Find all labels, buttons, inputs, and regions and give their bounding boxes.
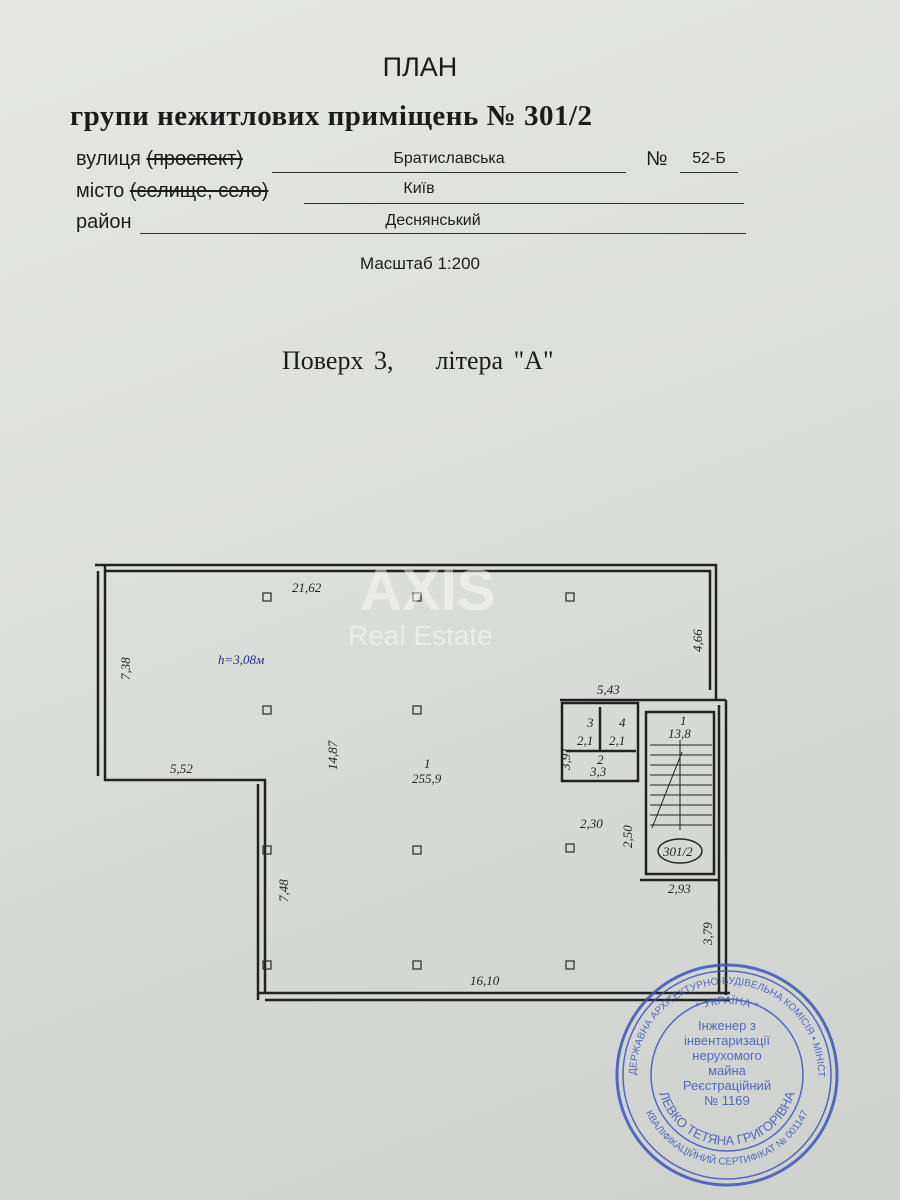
room-number: 4 (619, 715, 626, 730)
dim: 5,43 (597, 682, 620, 697)
dim: 2,50 (620, 825, 635, 848)
stamp-outer-text: ДЕРЖАВНА АРХІТЕКТУРНО-БУДІВЕЛЬНА КОМІСІЯ… (0, 0, 826, 1077)
dim: 5,52 (170, 761, 193, 776)
room-area: 3,3 (589, 764, 607, 779)
room-area: 255,9 (412, 771, 442, 786)
district-value: Деснянський (385, 212, 481, 229)
unit-label: 301/2 (662, 844, 693, 859)
city-underline (304, 203, 744, 204)
stamp-line: інвентаризації (684, 1033, 770, 1048)
plan-title: ПЛАН (382, 52, 458, 82)
city-struck: (селище, село) (129, 180, 269, 202)
dim: 2,93 (668, 881, 691, 896)
room-number: 3 (586, 715, 594, 730)
dim: 4,66 (690, 629, 705, 652)
street-value: Братиславська (393, 150, 505, 167)
stamp-line: нерухомого (692, 1048, 761, 1063)
stamp-line: Реєстраційний (683, 1078, 771, 1093)
city-row: місто (селище, село) (76, 180, 268, 203)
city-label: місто (76, 180, 125, 202)
dim: 21,62 (292, 580, 322, 595)
street-label: вулиця (76, 148, 141, 170)
floor-letter: літера "А" (435, 346, 554, 375)
stamp-line: майна (708, 1063, 747, 1078)
room-area: 2,1 (609, 733, 625, 748)
stamp-line: № 1169 (704, 1093, 750, 1108)
svg-text:* УКРАЇНА *: * УКРАЇНА * (694, 995, 760, 1013)
dim: 16,10 (470, 973, 500, 988)
street-row: вулиця (проспект) (76, 148, 243, 171)
stamp-line: Інженер з (698, 1018, 756, 1033)
street-underline (272, 172, 626, 173)
district-label: район (76, 211, 132, 233)
floor-number: Поверх 3, (282, 346, 394, 375)
room-number: 1 (680, 713, 687, 728)
dim: 7,38 (118, 657, 133, 680)
dim: 3,91 (558, 747, 573, 771)
number-underline (680, 172, 738, 173)
dim: 7,48 (276, 879, 291, 902)
watermark-sub: Real Estate (348, 620, 493, 651)
scale: Масштаб 1:200 (360, 254, 480, 273)
stairs (650, 740, 712, 864)
city-value: Київ (403, 180, 435, 197)
dim: 14,87 (325, 740, 340, 770)
height-note: h=3,08м (218, 652, 264, 667)
dim: 3,79 (700, 922, 715, 946)
number-label: № (646, 148, 668, 170)
watermark-brand: AXIS (360, 558, 495, 623)
room-number: 2 (597, 752, 604, 767)
district-underline (140, 233, 746, 234)
stamp-country: * УКРАЇНА * (694, 995, 760, 1013)
plan-subtitle: групи нежитлових приміщень № 301/2 (70, 100, 593, 132)
walls (95, 563, 730, 1002)
floor-label: Поверх 3, літера "А" (282, 346, 554, 376)
room-area: 13,8 (668, 726, 691, 741)
street-struck: (проспект) (146, 148, 243, 170)
dim: 2,30 (580, 816, 603, 831)
number-value: 52-Б (692, 150, 726, 167)
svg-text:ДЕРЖАВНА АРХІТЕКТУРНО-БУДІВЕЛЬ: ДЕРЖАВНА АРХІТЕКТУРНО-БУДІВЕЛЬНА КОМІСІЯ… (0, 0, 826, 1077)
watermark: AXIS Real Estate (348, 558, 495, 651)
room-area: 2,1 (577, 733, 593, 748)
room-number: 1 (424, 756, 431, 771)
columns (262, 592, 575, 970)
